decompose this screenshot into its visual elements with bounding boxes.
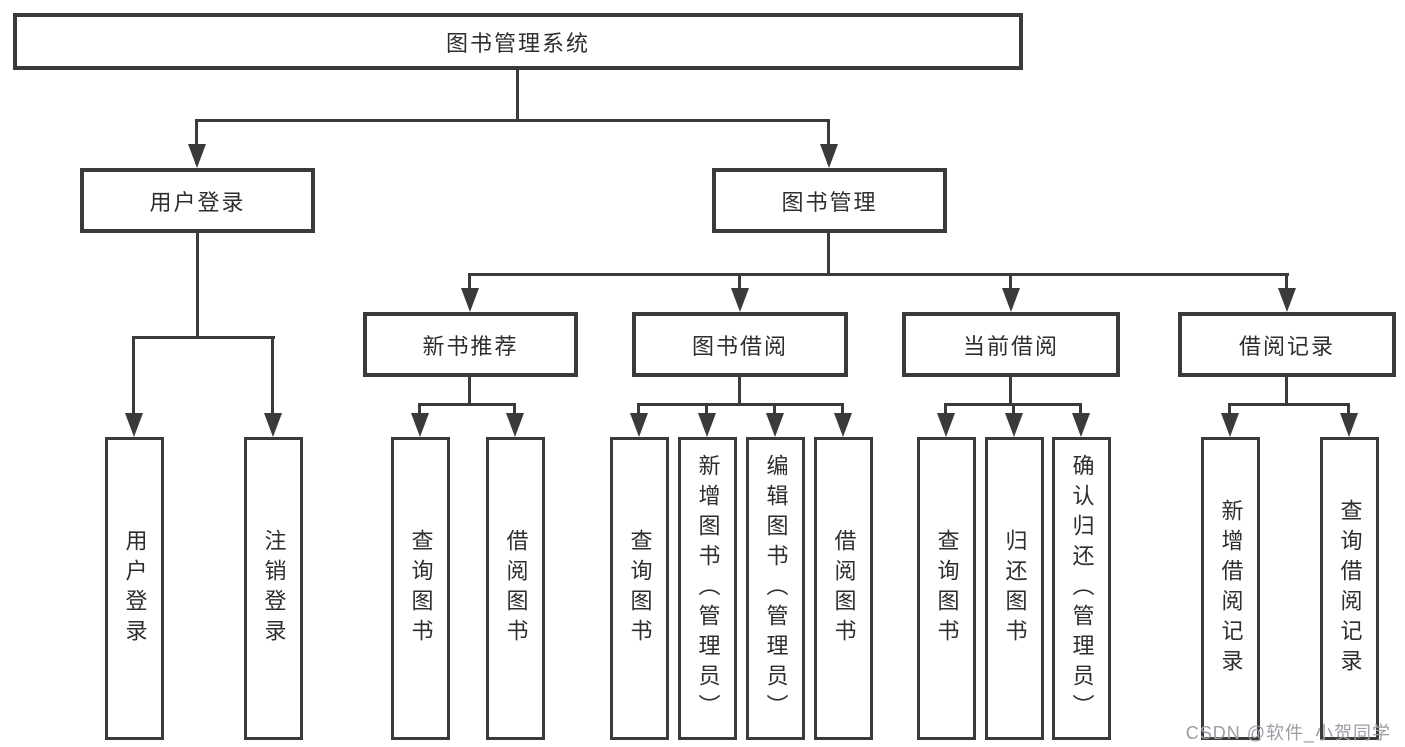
- arrowhead-br-leaf1: [1221, 413, 1239, 437]
- arrowhead-borrow-record: [1278, 288, 1296, 312]
- connector-borrow-record-stem: [1285, 377, 1288, 403]
- leaf-current-query-book: 查询图书: [917, 437, 976, 740]
- arrowhead-leaf-logout: [264, 413, 282, 437]
- leaf-edit-book-admin: 编辑图书（管理员）: [746, 437, 805, 740]
- node-borrow-record-label: 借阅记录: [1238, 333, 1335, 359]
- leaf-query-borrow-record: 查询借阅记录: [1320, 437, 1379, 740]
- node-book-management-label: 图书管理: [781, 189, 878, 215]
- arrowhead-book-borrow: [731, 288, 749, 312]
- arrowhead-leaf-login: [125, 413, 143, 437]
- node-current-borrow-label: 当前借阅: [962, 333, 1059, 359]
- arrowhead-nb-leaf2: [506, 413, 524, 437]
- arrowhead-bb-leaf2: [698, 413, 716, 437]
- arrowhead-bb-leaf4: [834, 413, 852, 437]
- leaf-add-borrow-record: 新增借阅记录: [1201, 437, 1260, 740]
- leaf-return-book-label: 归还图书: [1002, 528, 1028, 649]
- leaf-user-login-label: 用户登录: [122, 528, 148, 649]
- connector-cb-leaf2: [1012, 403, 1015, 415]
- leaf-newrec-borrow-book: 借阅图书: [486, 437, 545, 740]
- connector-to-user-login: [195, 119, 198, 164]
- connector-user-login-bar: [132, 336, 275, 339]
- connector-to-leaf-login: [132, 336, 135, 413]
- node-user-login: 用户登录: [80, 168, 315, 233]
- arrowhead-new-book: [461, 288, 479, 312]
- connector-root-bar: [195, 119, 830, 122]
- arrowhead-bb-leaf1: [630, 413, 648, 437]
- csdn-watermark: CSDN @软件_小贺同学: [1185, 723, 1391, 743]
- connector-to-leaf-logout: [271, 336, 274, 413]
- connector-borrow-record-bar: [1228, 403, 1350, 406]
- connector-bb-leaf3: [773, 403, 776, 415]
- leaf-user-login: 用户登录: [105, 437, 164, 740]
- connector-book-management-bar: [469, 273, 1289, 276]
- leaf-logout-label: 注销登录: [261, 528, 287, 649]
- connector-new-book-stem: [468, 377, 471, 403]
- leaf-borrow-book: 借阅图书: [814, 437, 873, 740]
- connector-cb-leaf1: [944, 403, 947, 415]
- connector-nb-leaf2: [513, 403, 516, 415]
- node-library-system: 图书管理系统: [13, 13, 1023, 70]
- connector-br-leaf1: [1228, 403, 1231, 415]
- connector-br-leaf2: [1347, 403, 1350, 415]
- node-new-book-recommend: 新书推荐: [363, 312, 578, 377]
- leaf-borrow-query-book-label: 查询图书: [627, 528, 653, 649]
- arrowhead-user-login: [188, 144, 206, 168]
- connector-to-book-management: [827, 119, 830, 164]
- connector-to-book-borrow: [738, 273, 741, 288]
- leaf-return-book: 归还图书: [985, 437, 1044, 740]
- node-book-management: 图书管理: [712, 168, 947, 233]
- node-user-login-label: 用户登录: [149, 189, 246, 215]
- node-new-book-recommend-label: 新书推荐: [422, 333, 519, 359]
- connector-current-borrow-stem: [1009, 377, 1012, 403]
- connector-book-borrow-bar: [637, 403, 844, 406]
- leaf-borrow-query-book: 查询图书: [610, 437, 669, 740]
- leaf-newrec-query-book-label: 查询图书: [408, 528, 434, 649]
- connector-bb-leaf2: [705, 403, 708, 415]
- connector-user-login-stem: [196, 232, 199, 336]
- connector-to-new-book: [468, 273, 471, 288]
- leaf-confirm-return-admin-label: 确认归还（管理员）: [1069, 453, 1095, 724]
- node-current-borrow: 当前借阅: [902, 312, 1120, 377]
- connector-bb-leaf1: [637, 403, 640, 415]
- arrowhead-nb-leaf1: [411, 413, 429, 437]
- leaf-query-borrow-record-label: 查询借阅记录: [1337, 498, 1363, 679]
- arrowhead-current-borrow: [1002, 288, 1020, 312]
- leaf-edit-book-admin-label: 编辑图书（管理员）: [763, 453, 789, 724]
- connector-bb-leaf4: [841, 403, 844, 415]
- leaf-add-borrow-record-label: 新增借阅记录: [1218, 498, 1244, 679]
- node-library-system-label: 图书管理系统: [445, 30, 590, 56]
- leaf-newrec-query-book: 查询图书: [391, 437, 450, 740]
- leaf-add-book-admin: 新增图书（管理员）: [678, 437, 737, 740]
- arrowhead-cb-leaf1: [937, 413, 955, 437]
- connector-root-stem: [516, 69, 519, 119]
- connector-book-management-stem: [827, 232, 830, 273]
- leaf-logout: 注销登录: [244, 437, 303, 740]
- arrowhead-book-management: [820, 144, 838, 168]
- leaf-add-book-admin-label: 新增图书（管理员）: [695, 453, 721, 724]
- node-book-borrow-label: 图书借阅: [691, 333, 788, 359]
- connector-book-borrow-stem: [738, 377, 741, 403]
- leaf-borrow-book-label: 借阅图书: [831, 528, 857, 649]
- arrowhead-cb-leaf3: [1072, 413, 1090, 437]
- connector-to-current-borrow: [1009, 273, 1012, 288]
- leaf-current-query-book-label: 查询图书: [934, 528, 960, 649]
- arrowhead-bb-leaf3: [766, 413, 784, 437]
- connector-to-borrow-record: [1285, 273, 1288, 288]
- connector-cb-leaf3: [1079, 403, 1082, 415]
- connector-nb-leaf1: [418, 403, 421, 415]
- node-borrow-record: 借阅记录: [1178, 312, 1396, 377]
- leaf-newrec-borrow-book-label: 借阅图书: [503, 528, 529, 649]
- node-book-borrow: 图书借阅: [632, 312, 848, 377]
- leaf-confirm-return-admin: 确认归还（管理员）: [1052, 437, 1111, 740]
- arrowhead-br-leaf2: [1340, 413, 1358, 437]
- connector-new-book-bar: [418, 403, 516, 406]
- arrowhead-cb-leaf2: [1005, 413, 1023, 437]
